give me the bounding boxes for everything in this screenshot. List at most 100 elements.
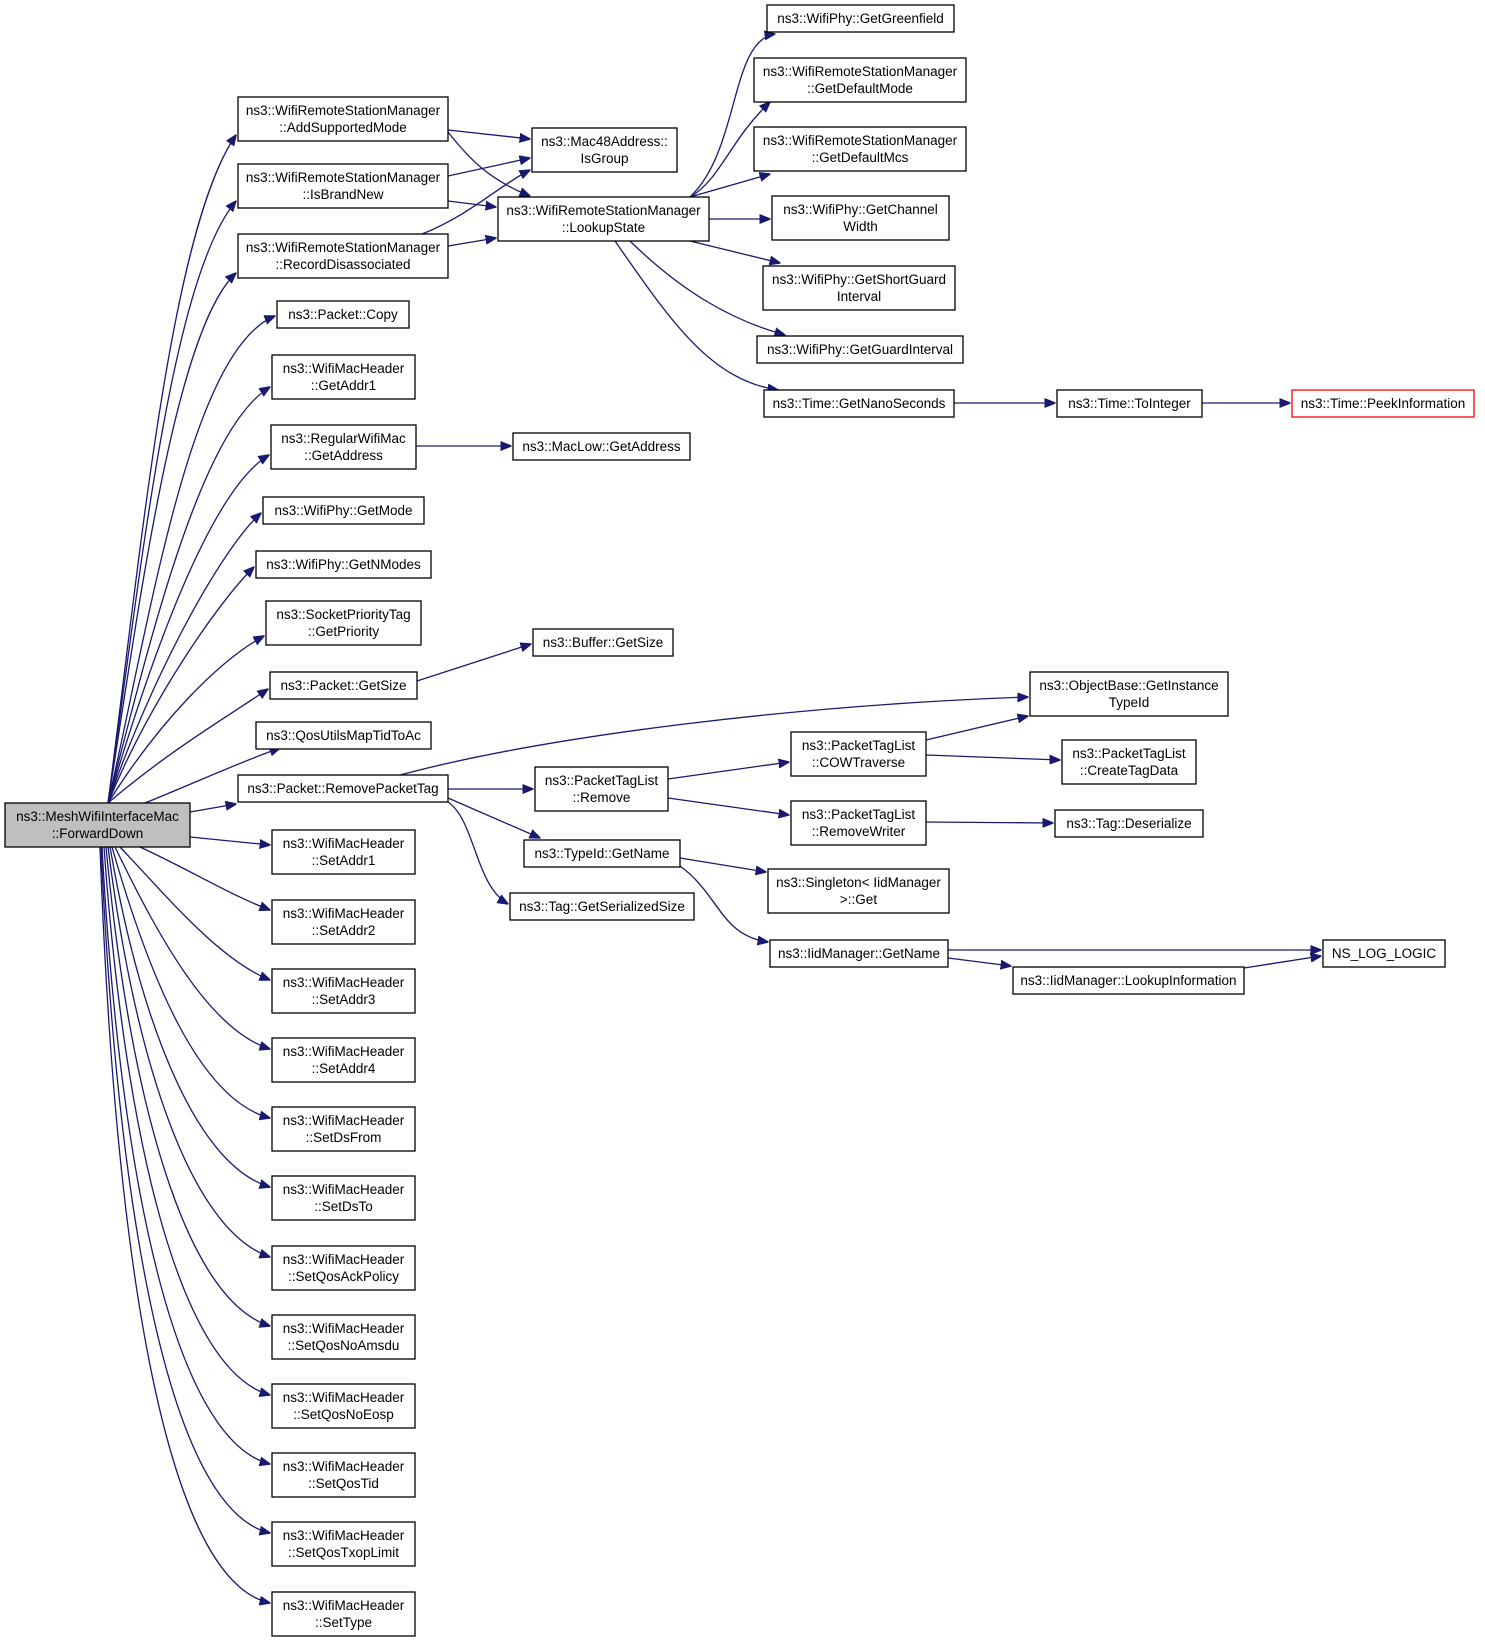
edge-root-to-setqosnoeosp	[103, 846, 270, 1395]
node-packetgetsize[interactable]: ns3::Packet::GetSize	[269, 671, 418, 700]
node-lookupstate[interactable]: ns3::WifiRemoteStationManager::LookupSta…	[497, 196, 710, 242]
node-setqostid[interactable]: ns3::WifiMacHeader::SetQosTid	[271, 1452, 416, 1498]
node-setqosnoamsdu[interactable]: ns3::WifiMacHeader::SetQosNoAmsdu	[271, 1314, 416, 1360]
node-isgroup[interactable]: ns3::Mac48Address::IsGroup	[531, 127, 678, 173]
node-tagremove[interactable]: ns3::PacketTagList::Remove	[534, 766, 669, 812]
node-box	[271, 1591, 416, 1637]
node-setaddr1[interactable]: ns3::WifiMacHeader::SetAddr1	[271, 829, 416, 875]
node-setaddr3[interactable]: ns3::WifiMacHeader::SetAddr3	[271, 968, 416, 1014]
node-box	[1291, 389, 1475, 418]
node-box	[271, 1245, 416, 1291]
node-settype[interactable]: ns3::WifiMacHeader::SetType	[271, 1591, 416, 1637]
node-getpriority[interactable]: ns3::SocketPriorityTag::GetPriority	[265, 600, 422, 646]
node-recorddisassociated[interactable]: ns3::WifiRemoteStationManager::RecordDis…	[237, 233, 449, 279]
node-root[interactable]: ns3::MeshWifiInterfaceMac::ForwardDown	[4, 802, 191, 848]
node-tointeger[interactable]: ns3::Time::ToInteger	[1056, 389, 1203, 418]
node-box	[255, 550, 432, 579]
node-box	[766, 4, 955, 33]
node-cowtraverse[interactable]: ns3::PacketTagList::COWTraverse	[790, 731, 927, 777]
edge-root-to-packetgetsize	[107, 689, 268, 804]
edge-root-to-setaddr1	[189, 836, 270, 845]
node-box	[531, 127, 678, 173]
node-box	[271, 1037, 416, 1083]
node-label: ::GetAddress	[304, 448, 383, 463]
node-label: ns3::WifiRemoteStationManager	[763, 64, 958, 79]
node-getnmodes[interactable]: ns3::WifiPhy::GetNModes	[255, 550, 432, 579]
node-label: ::GetDefaultMcs	[812, 150, 909, 165]
node-getaddress[interactable]: ns3::RegularWifiMac::GetAddress	[270, 424, 417, 470]
edge-root-to-qosutils	[144, 748, 280, 804]
node-label: ns3::IidManager::GetName	[778, 946, 940, 961]
node-label: ::SetAddr3	[312, 992, 376, 1007]
node-label: ns3::ObjectBase::GetInstance	[1039, 678, 1218, 693]
node-isbrandnew[interactable]: ns3::WifiRemoteStationManager::IsBrandNe…	[237, 163, 449, 209]
node-peekinformation[interactable]: ns3::Time::PeekInformation	[1291, 389, 1475, 418]
node-iidgetname[interactable]: ns3::IidManager::GetName	[769, 939, 949, 968]
node-label: ns3::WifiMacHeader	[283, 1044, 405, 1059]
node-label: >::Get	[840, 892, 877, 907]
node-label: ::SetAddr1	[312, 853, 376, 868]
edge-root-to-setqosackpolicy	[107, 846, 270, 1257]
node-getserializedsize[interactable]: ns3::Tag::GetSerializedSize	[509, 892, 695, 921]
node-removepackettag[interactable]: ns3::Packet::RemovePacketTag	[237, 774, 449, 803]
node-removewriter[interactable]: ns3::PacketTagList::RemoveWriter	[790, 800, 927, 846]
edge-root-to-setaddr4	[114, 846, 270, 1049]
edge-iidgetname-to-lookupinformation	[947, 957, 1011, 966]
node-getgreenfield[interactable]: ns3::WifiPhy::GetGreenfield	[766, 4, 955, 33]
node-singletonget[interactable]: ns3::Singleton< IidManager>::Get	[767, 868, 950, 914]
edge-root-to-setqosnoamsdu	[105, 846, 270, 1326]
node-label: ns3::RegularWifiMac	[281, 431, 406, 446]
node-label: ns3::PacketTagList	[1072, 746, 1186, 761]
node-packetcopy[interactable]: ns3::Packet::Copy	[276, 300, 410, 329]
node-label: ns3::WifiPhy::GetGuardInterval	[767, 342, 953, 357]
node-addsupportedmode[interactable]: ns3::WifiRemoteStationManager::AddSuppor…	[237, 96, 449, 142]
node-setaddr4[interactable]: ns3::WifiMacHeader::SetAddr4	[271, 1037, 416, 1083]
node-label: ns3::WifiMacHeader	[283, 836, 405, 851]
edge-root-to-setaddr2	[139, 846, 270, 910]
edge-root-to-setdsto	[109, 846, 270, 1187]
node-getmode[interactable]: ns3::WifiPhy::GetMode	[262, 496, 425, 525]
node-getdefaultmode[interactable]: ns3::WifiRemoteStationManager::GetDefaul…	[753, 57, 967, 103]
node-buffergetsize[interactable]: ns3::Buffer::GetSize	[532, 628, 674, 657]
node-createtagdata[interactable]: ns3::PacketTagList::CreateTagData	[1061, 739, 1197, 785]
node-setqosnoeosp[interactable]: ns3::WifiMacHeader::SetQosNoEosp	[271, 1383, 416, 1429]
node-typeidgetname[interactable]: ns3::TypeId::GetName	[523, 839, 681, 868]
node-label: ns3::PacketTagList	[802, 738, 916, 753]
node-setqostxoplimit[interactable]: ns3::WifiMacHeader::SetQosTxopLimit	[271, 1521, 416, 1567]
node-label: ::SetType	[315, 1615, 372, 1630]
node-label: ::SetAddr4	[312, 1061, 376, 1076]
node-nsloglogic[interactable]: NS_LOG_LOGIC	[1322, 939, 1446, 968]
node-label: ns3::TypeId::GetName	[534, 846, 669, 861]
node-setdsto[interactable]: ns3::WifiMacHeader::SetDsTo	[271, 1175, 416, 1221]
node-lookupinformation[interactable]: ns3::IidManager::LookupInformation	[1012, 966, 1245, 995]
edge-packetgetsize-to-buffergetsize	[416, 644, 531, 682]
edge-removepackettag-to-getinstancetypeid	[399, 697, 1028, 776]
node-box	[271, 1452, 416, 1498]
node-setqosackpolicy[interactable]: ns3::WifiMacHeader::SetQosAckPolicy	[271, 1245, 416, 1291]
node-label: ::COWTraverse	[812, 755, 905, 770]
node-label: ns3::WifiRemoteStationManager	[506, 203, 701, 218]
edge-root-to-recorddisassociated	[107, 273, 236, 804]
node-label: ns3::WifiMacHeader	[283, 1252, 405, 1267]
node-maclowgetaddress[interactable]: ns3::MacLow::GetAddress	[512, 432, 691, 461]
node-label: ::AddSupportedMode	[279, 120, 407, 135]
node-box	[271, 899, 416, 945]
node-setaddr2[interactable]: ns3::WifiMacHeader::SetAddr2	[271, 899, 416, 945]
node-getguardinterval[interactable]: ns3::WifiPhy::GetGuardInterval	[756, 335, 964, 364]
node-box	[262, 496, 425, 525]
edge-root-to-setqostid	[101, 846, 270, 1464]
node-getnanoseconds[interactable]: ns3::Time::GetNanoSeconds	[763, 389, 955, 418]
node-qosutils[interactable]: ns3::QosUtilsMapTidToAc	[255, 721, 432, 750]
node-label: ns3::WifiRemoteStationManager	[246, 170, 441, 185]
node-setdsfrom[interactable]: ns3::WifiMacHeader::SetDsFrom	[271, 1106, 416, 1152]
node-getdefaultmcs[interactable]: ns3::WifiRemoteStationManager::GetDefaul…	[753, 126, 967, 172]
node-getaddr1[interactable]: ns3::WifiMacHeader::GetAddr1	[271, 354, 416, 400]
node-box	[271, 1175, 416, 1221]
node-tagdeserialize[interactable]: ns3::Tag::Deserialize	[1054, 809, 1204, 838]
edge-typeidgetname-to-iidgetname	[679, 865, 768, 942]
node-label: ns3::Packet::RemovePacketTag	[247, 781, 438, 796]
